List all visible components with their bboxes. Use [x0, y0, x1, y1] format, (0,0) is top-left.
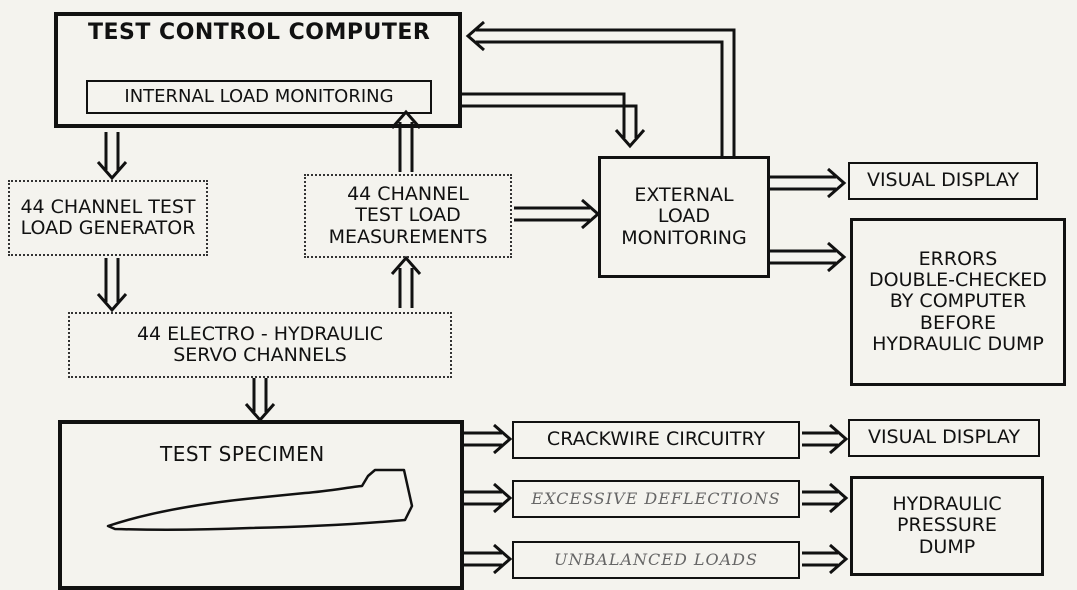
visual-display-box-2: VISUAL DISPLAY: [848, 419, 1040, 457]
unbalanced-loads-box: UNBALANCED LOADS: [512, 541, 800, 579]
arrow-specimen-to-excessive: [464, 482, 513, 514]
arrow-servo-to-measurements: [390, 255, 422, 308]
load-generator-box: 44 CHANNEL TEST LOAD GENERATOR: [8, 180, 208, 256]
hydraulic-dump-label: HYDRAULIC PRESSURE DUMP: [892, 493, 1002, 558]
aircraft-silhouette: [106, 468, 414, 531]
hydraulic-dump-box: HYDRAULIC PRESSURE DUMP: [850, 476, 1044, 576]
internal-load-monitoring-label: INTERNAL LOAD MONITORING: [124, 85, 394, 107]
load-measurements-box: 44 CHANNEL TEST LOAD MEASUREMENTS: [304, 174, 512, 258]
flow-diagram: TEST CONTROL COMPUTER INTERNAL LOAD MONI…: [8, 12, 1066, 590]
unbalanced-loads-label: UNBALANCED LOADS: [554, 550, 758, 570]
servo-channels-label: 44 ELECTRO - HYDRAULIC SERVO CHANNELS: [136, 322, 384, 366]
visual-display-label-1: VISUAL DISPLAY: [866, 169, 1020, 192]
external-load-monitoring-label: EXTERNAL LOAD MONITORING: [621, 184, 747, 249]
arrow-excessive-to-dump: [802, 482, 849, 514]
errors-box: ERRORS DOUBLE-CHECKED BY COMPUTER BEFORE…: [850, 218, 1066, 386]
arrow-computer-to-external: [462, 92, 646, 149]
arrow-generator-to-servo: [96, 258, 128, 313]
visual-display-label-2: VISUAL DISPLAY: [867, 426, 1021, 449]
excessive-deflections-label: EXCESSIVE DEFLECTIONS: [531, 489, 781, 509]
errors-label: ERRORS DOUBLE-CHECKED BY COMPUTER BEFORE…: [869, 247, 1047, 355]
arrow-external-to-computer: [465, 20, 736, 156]
arrow-specimen-to-unbalanced: [464, 543, 513, 575]
excessive-deflections-box: EXCESSIVE DEFLECTIONS: [512, 480, 800, 518]
computer-title: TEST CONTROL COMPUTER: [88, 20, 431, 45]
crackwire-label: CRACKWIRE CIRCUITRY: [546, 428, 766, 451]
arrow-servo-to-specimen: [244, 378, 276, 423]
arrow-computer-to-generator: [96, 132, 128, 181]
arrow-measurements-to-external: [514, 198, 601, 230]
test-specimen-label: TEST SPECIMEN: [160, 442, 325, 466]
arrow-external-to-visual: [770, 167, 847, 199]
arrow-crackwire-to-visual: [802, 423, 849, 455]
test-control-computer-box: [54, 12, 462, 128]
load-generator-label: 44 CHANNEL TEST LOAD GENERATOR: [20, 195, 196, 239]
visual-display-box-1: VISUAL DISPLAY: [848, 162, 1038, 200]
arrow-specimen-to-crackwire: [464, 423, 513, 455]
arrow-external-to-errors: [770, 241, 847, 273]
connector-arrows: [96, 20, 849, 575]
crackwire-box: CRACKWIRE CIRCUITRY: [512, 421, 800, 459]
internal-load-monitoring-box: INTERNAL LOAD MONITORING: [86, 80, 432, 114]
servo-channels-box: 44 ELECTRO - HYDRAULIC SERVO CHANNELS: [68, 312, 452, 378]
arrow-unbalanced-to-dump: [802, 543, 849, 575]
external-load-monitoring-box: EXTERNAL LOAD MONITORING: [598, 156, 770, 278]
load-measurements-label: 44 CHANNEL TEST LOAD MEASUREMENTS: [328, 183, 488, 248]
